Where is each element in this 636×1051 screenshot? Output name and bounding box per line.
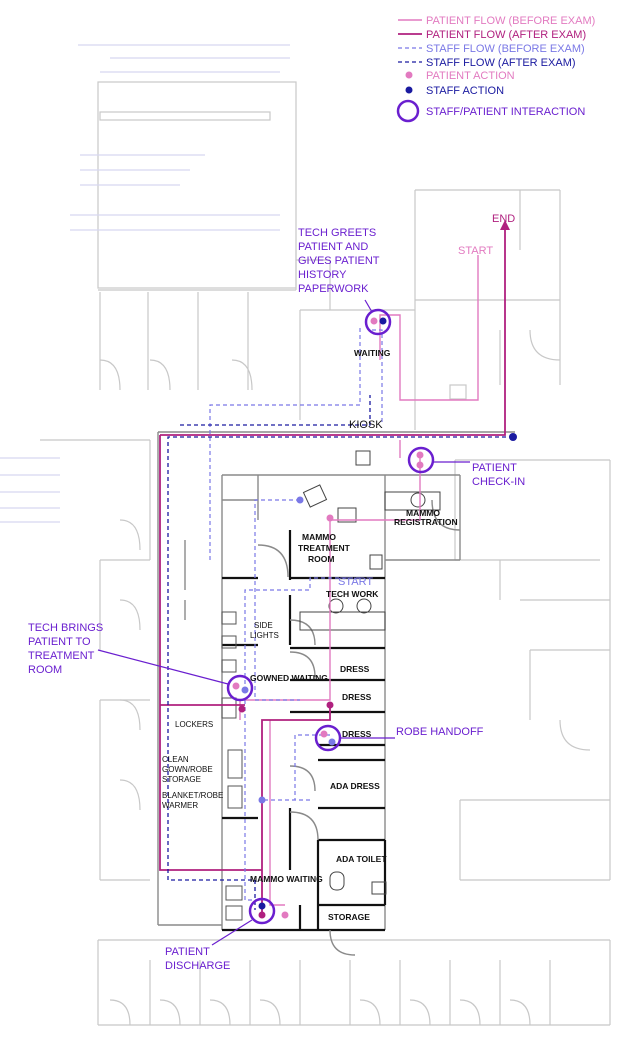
patient-action-dot (258, 911, 266, 919)
patient-action-dot (232, 682, 240, 690)
room-side-lights-1: SIDE (254, 621, 273, 630)
room-clean-gown-1: CLEAN (162, 755, 189, 764)
room-ada-dress: ADA DRESS (330, 781, 380, 791)
note-checkin-1: PATIENT (472, 462, 517, 474)
room-blanket-1: BLANKET/ROBE (162, 791, 223, 800)
patient-action-dot (238, 705, 246, 713)
legend-interaction-circle (396, 99, 420, 123)
interaction-circle-discharge (248, 897, 276, 925)
room-mammo-treatment-1: MAMMO (302, 532, 336, 542)
note-tech-greets-1: TECH GREETS (298, 227, 376, 239)
legend-staff-flow-after: STAFF FLOW (AFTER EXAM) (426, 57, 576, 69)
staff-action-dot (258, 796, 266, 804)
note-tech-brings-2: PATIENT TO (28, 636, 91, 648)
room-side-lights-2: LIGHTS (250, 631, 279, 640)
room-tech-work: TECH WORK (326, 589, 379, 599)
interaction-circle-greet (364, 308, 392, 336)
patient-action-dot (326, 701, 334, 709)
patient-action-dot (416, 461, 424, 469)
end-arrow (500, 220, 510, 230)
annotations: TECH GREETS PATIENT AND GIVES PATIENT HI… (28, 227, 525, 972)
staff-flow-after-line (167, 395, 513, 910)
room-ada-toilet: ADA TOILET (336, 854, 387, 864)
room-clean-gown-2: GOWN/ROBE (162, 765, 213, 774)
staff-action-dot (296, 496, 304, 504)
legend-patient-flow-after: PATIENT FLOW (AFTER EXAM) (426, 29, 586, 41)
annotation-leaders (97, 299, 470, 946)
legend: PATIENT FLOW (BEFORE EXAM) PATIENT FLOW … (396, 15, 595, 123)
background-walls (0, 44, 611, 1026)
note-tech-greets-4: HISTORY (298, 269, 347, 281)
start-patient-label: START (458, 245, 493, 257)
staff-action-dot (379, 317, 387, 325)
patient-action-dot (416, 451, 424, 459)
note-discharge-2: DISCHARGE (165, 960, 230, 972)
room-dress-1: DRESS (340, 664, 370, 674)
suite-walls (157, 431, 515, 956)
patient-action-dot (281, 911, 289, 919)
legend-staff-action-dot (405, 86, 413, 94)
staff-action-dot (509, 433, 517, 441)
legend-patient-action: PATIENT ACTION (426, 70, 515, 82)
legend-staff-flow-before: STAFF FLOW (BEFORE EXAM) (426, 43, 585, 55)
interaction-circle-bring (226, 674, 254, 702)
room-mammo-registration-1: MAMMO (406, 508, 440, 518)
kiosk-label: KIOSK (349, 419, 383, 431)
room-mammo-treatment-2: TREATMENT (298, 543, 351, 553)
room-lockers: LOCKERS (175, 720, 213, 729)
note-tech-greets-2: PATIENT AND (298, 241, 368, 253)
end-label: END (492, 213, 515, 225)
action-dots (232, 317, 517, 919)
start-staff-label: START (338, 576, 373, 588)
room-dress-3: DRESS (342, 729, 372, 739)
interaction-circle-checkin (407, 446, 435, 474)
staff-action-dot (241, 686, 249, 694)
legend-patient-flow-before: PATIENT FLOW (BEFORE EXAM) (426, 15, 595, 27)
patient-action-dot (320, 730, 328, 738)
room-waiting: WAITING (354, 348, 391, 358)
note-discharge-1: PATIENT (165, 946, 210, 958)
staff-action-dot (328, 738, 336, 746)
room-blanket-2: WARMER (162, 801, 198, 810)
note-robe-handoff: ROBE HANDOFF (396, 726, 484, 738)
room-mammo-registration-2: REGISTRATION (394, 517, 458, 527)
interaction-circle-robe (314, 724, 342, 752)
room-mammo-treatment-3: ROOM (308, 554, 334, 564)
note-tech-brings-3: TREATMENT (28, 650, 95, 662)
note-tech-greets-3: GIVES PATIENT (298, 255, 380, 267)
interaction-circles (226, 308, 435, 925)
legend-interaction: STAFF/PATIENT INTERACTION (426, 106, 585, 118)
legend-staff-action: STAFF ACTION (426, 85, 504, 97)
note-tech-brings-1: TECH BRINGS (28, 622, 103, 634)
room-gowned-waiting: GOWNED WAITING (250, 673, 328, 683)
legend-patient-action-dot (405, 71, 413, 79)
room-mammo-waiting: MAMMO WAITING (250, 874, 323, 884)
room-clean-gown-3: STORAGE (162, 775, 201, 784)
room-storage: STORAGE (328, 912, 370, 922)
patient-flow-before-line (239, 255, 479, 906)
staff-action-dot (258, 902, 266, 910)
patient-action-dot (370, 317, 378, 325)
patient-flow-after-line (160, 228, 506, 912)
patient-action-dot (326, 514, 334, 522)
room-dress-2: DRESS (342, 692, 372, 702)
note-tech-greets-5: PAPERWORK (298, 283, 369, 295)
note-tech-brings-4: ROOM (28, 664, 62, 676)
note-checkin-2: CHECK-IN (472, 476, 525, 488)
room-labels: WAITING MAMMO REGISTRATION MAMMO TREATME… (162, 348, 458, 922)
staff-flow-before-line (209, 325, 383, 901)
